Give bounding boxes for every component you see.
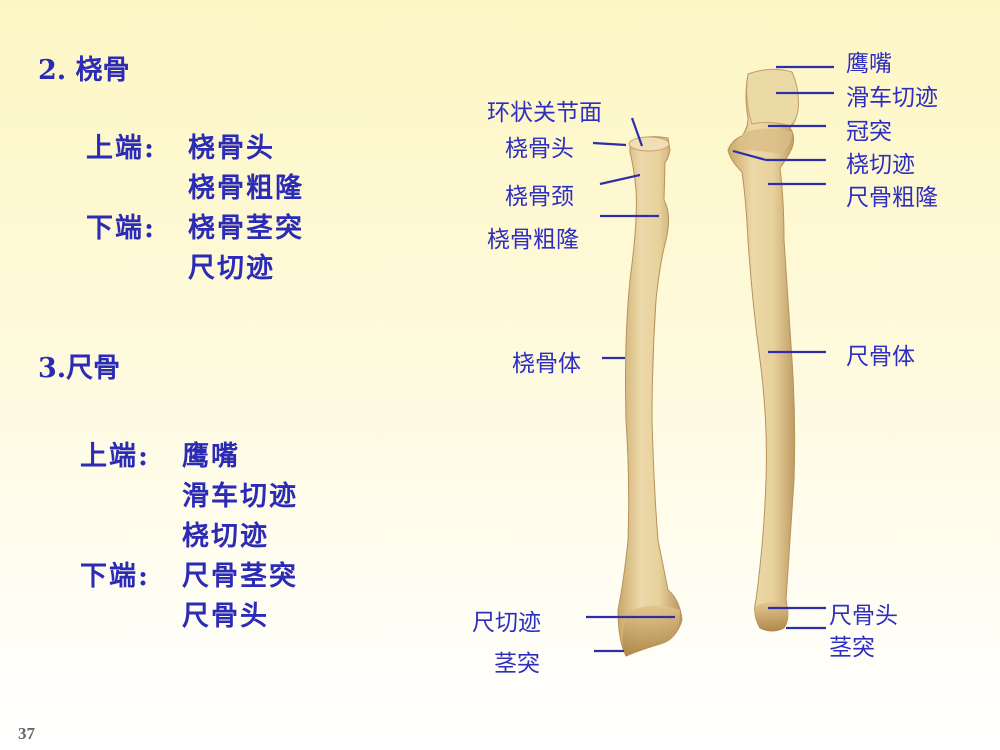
radius-upper-item-head: 桡骨头 (188, 133, 275, 164)
label-ulna-head: 尺骨头 (829, 603, 898, 629)
ulna-upper-label: 上端: (80, 441, 150, 472)
label-ulnar-notch: 尺切迹 (472, 610, 541, 636)
radius-lower-label: 下端: (86, 213, 156, 244)
page-number: 37 (18, 724, 35, 743)
label-olecranon: 鹰嘴 (846, 51, 892, 77)
ulna-bone (727, 68, 799, 632)
label-radius-neck: 桡骨颈 (505, 184, 574, 210)
label-ulna-tuberosity: 尺骨粗隆 (846, 185, 938, 211)
ulna-upper-item-trochlear-notch: 滑车切迹 (182, 481, 298, 512)
label-radial-notch: 桡切迹 (846, 152, 915, 178)
ulna-lower-item-head: 尺骨头 (182, 601, 269, 632)
label-ulna-body: 尺骨体 (846, 344, 915, 370)
ulna-heading: 3.尺骨 (38, 353, 121, 384)
label-radius-head: 桡骨头 (505, 136, 574, 162)
label-radius-body: 桡骨体 (512, 351, 581, 377)
label-coronoid: 冠突 (846, 119, 892, 145)
radius-upper-label: 上端: (86, 133, 156, 164)
label-radius-tuberosity: 桡骨粗隆 (487, 227, 579, 253)
radius-bone (617, 136, 683, 657)
radius-heading: 2. 桡骨 (38, 55, 130, 86)
radius-upper-item-tuberosity: 桡骨粗隆 (188, 173, 304, 204)
radius-lower-item-ulnar-notch: 尺切迹 (188, 253, 275, 284)
ulna-upper-item-olecranon: 鹰嘴 (182, 441, 240, 472)
ulna-lower-label: 下端: (80, 561, 150, 592)
label-radius-styloid: 茎突 (494, 651, 540, 677)
ulna-lower-item-styloid: 尺骨茎突 (182, 561, 298, 592)
label-trochlear-notch: 滑车切迹 (846, 85, 938, 111)
leader-lines (586, 65, 834, 653)
label-ulna-styloid: 茎突 (829, 635, 875, 661)
label-articular-circumference: 环状关节面 (487, 100, 602, 126)
ulna-upper-item-radial-notch: 桡切迹 (182, 521, 269, 552)
radius-lower-item-styloid: 桡骨茎突 (188, 213, 304, 244)
